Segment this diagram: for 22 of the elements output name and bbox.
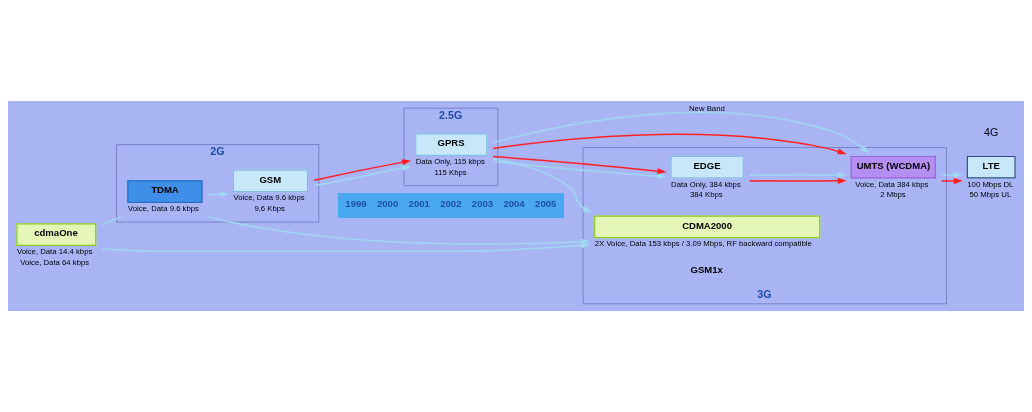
arrow (492, 133, 847, 155)
label: GSM1x (690, 264, 723, 276)
arrow (492, 160, 667, 180)
label: 4G (984, 125, 999, 138)
arrow (313, 164, 412, 187)
arrow (941, 177, 963, 185)
arrow (492, 111, 870, 154)
label: 2000 (376, 198, 399, 210)
label: 2003 (471, 198, 494, 210)
arrow (101, 242, 591, 253)
label: 2004 (503, 198, 525, 210)
arrow (313, 159, 412, 181)
label: 2001 (408, 198, 430, 210)
arrow (748, 171, 847, 179)
label: 2002 (440, 198, 462, 210)
arrow (492, 155, 667, 175)
arrow (748, 177, 847, 184)
connector (101, 215, 123, 226)
arrow (492, 158, 592, 214)
arrow (941, 171, 963, 179)
label: 1999 (345, 198, 367, 210)
label: 2005 (535, 198, 557, 210)
